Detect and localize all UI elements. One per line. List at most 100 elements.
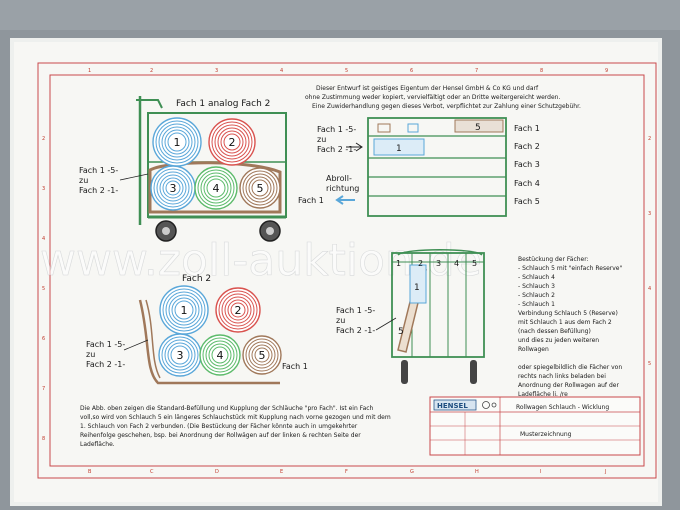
- coil-number: 1: [181, 304, 188, 317]
- legend: Bestückung der Fächer: - Schlauch 5 mit …: [518, 256, 622, 398]
- drawing-title: Rollwagen Schlauch - Wicklung: [516, 404, 609, 411]
- frame-column-letter: G: [410, 469, 414, 475]
- coil-number: 5: [259, 349, 266, 362]
- hose-coil: 3: [150, 165, 196, 211]
- frame-top-number: 1: [88, 68, 91, 74]
- cart-2-title: Fach 2: [182, 274, 211, 284]
- legend-line: Verbindung Schlauch 5 (Reserve): [518, 310, 618, 317]
- roll-direction-arrow-icon: [335, 195, 355, 205]
- legend-line: Ladefläche li. /re: [518, 391, 568, 398]
- hose-coil: 5: [239, 167, 281, 209]
- cart-1-coils: 1 2 3 4 5: [150, 117, 281, 211]
- hose-coil: 1: [159, 285, 209, 335]
- side-view-side-label: Fach 1 -5-: [336, 306, 375, 315]
- cart-2-drawing: [138, 299, 280, 385]
- legend-line: - Schlauch 5 mit "einfach Reserve": [518, 265, 622, 272]
- coil-number: 2: [235, 304, 242, 317]
- hose-coil: 2: [215, 287, 261, 333]
- cart-2-side-label: Fach 2 -1-: [86, 360, 125, 369]
- side-view-column-number: 4: [454, 259, 459, 268]
- frame-row-number: 8: [42, 436, 45, 442]
- side-view-side-label: Fach 2 -1-: [336, 326, 375, 335]
- company-logo: HENSEL: [437, 402, 468, 410]
- coil-number: 1: [174, 136, 181, 149]
- frame-row-number: 4: [42, 236, 45, 242]
- legend-line: - Schlauch 1: [518, 301, 555, 308]
- side-view-column-number: 5: [472, 259, 477, 268]
- description-line: Die Abb. oben zeigen die Standard-Befüll…: [80, 405, 374, 412]
- frame-row-numbers-left: 2 3 4 5 6 7 8: [42, 136, 45, 442]
- cart-2-side-label: zu: [86, 350, 95, 359]
- side-view-side-label: zu: [336, 316, 345, 325]
- copyright-line: Dieser Entwurf ist geistiges Eigentum de…: [316, 85, 539, 92]
- frame-top-numbers: 1 2 3 4 5 6 7 8 9: [88, 68, 608, 74]
- side-view-column-number: 1: [396, 259, 401, 268]
- frame-column-letter: C: [150, 469, 154, 475]
- frame-row-number: 5: [648, 361, 651, 367]
- projection-symbol-icon: [482, 401, 490, 409]
- frame-row-number: 2: [42, 136, 45, 142]
- legend-line: mit Schlauch 1 aus dem Fach 2: [518, 319, 612, 326]
- legend-line: - Schlauch 2: [518, 292, 555, 299]
- legend-line: - Schlauch 3: [518, 283, 555, 290]
- legend-line: Anordnung der Rollwagen auf der: [518, 382, 619, 389]
- frame-column-letter: J: [604, 469, 606, 475]
- frame-column-letter: D: [215, 469, 219, 475]
- frame-top-number: 2: [150, 68, 153, 74]
- copyright-line: Eine Zuwiderhandlung gegen dieses Verbot…: [312, 103, 581, 110]
- top-view-side-label: zu: [317, 135, 326, 144]
- coil-number: 4: [213, 182, 220, 195]
- top-view-box-number: 5: [475, 123, 481, 133]
- description-line: 1. Schlauch von Fach 2 verbunden. (Die B…: [80, 423, 358, 430]
- watermark: www.zoll-auktion.de: [40, 235, 482, 286]
- hose-coil: 2: [208, 118, 256, 166]
- cart-1-arrow-label: richtung: [326, 184, 359, 193]
- frame-column-letter: H: [475, 469, 479, 475]
- fach-row-label: Fach 2: [514, 142, 540, 151]
- frame-top-number: 3: [215, 68, 218, 74]
- cart-2-right-label: Fach 1: [282, 362, 308, 371]
- coil-number: 4: [217, 349, 224, 362]
- frame-top-number: 9: [605, 68, 608, 74]
- legend-line: rechts nach links beladen bei: [518, 373, 606, 380]
- frame-column-letter: F: [345, 469, 348, 475]
- cart-2-coils: 1 2 3 4 5: [158, 285, 282, 377]
- side-view-drawing: [375, 249, 485, 384]
- legend-line: - Schlauch 4: [518, 274, 555, 281]
- frame-top-number: 8: [540, 68, 543, 74]
- frame-row-number: 6: [42, 336, 45, 342]
- top-view-coil-number: 1: [396, 144, 402, 154]
- wheel-icon: [470, 360, 477, 384]
- description-line: Ladefläche.: [80, 441, 115, 448]
- legend-line: Rollwagen: [518, 346, 549, 353]
- frame-top-number: 7: [475, 68, 478, 74]
- frame-row-number: 4: [648, 286, 651, 292]
- fach-row-label: Fach 3: [514, 160, 540, 169]
- top-view-side-label: Fach 1 -5-: [317, 125, 356, 134]
- top-view-drawing: [346, 117, 507, 217]
- coil-number: 5: [257, 182, 264, 195]
- coil-number: 3: [177, 349, 184, 362]
- hose-coil: 4: [199, 334, 241, 376]
- side-view-coil-label: 1: [414, 283, 420, 293]
- cart-1-title: Fach 1 analog Fach 2: [176, 99, 270, 109]
- frame-row-numbers-right: 2 3 4 5: [648, 136, 651, 367]
- cart-1-side-label: zu: [79, 176, 88, 185]
- frame-column-letters: B C D E F G H I J: [88, 469, 606, 475]
- legend-line: (nach dessen Befüllung): [518, 328, 591, 335]
- legend-line: Bestückung der Fächer:: [518, 256, 589, 263]
- cart-1-side-label: Fach 2 -1-: [79, 186, 118, 195]
- frame-row-number: 2: [648, 136, 651, 142]
- fach-row-label: Fach 5: [514, 197, 540, 206]
- frame-row-number: 3: [42, 186, 45, 192]
- side-view-column-number: 3: [436, 259, 441, 268]
- cart-1-side-label: Fach 1 -5-: [79, 166, 118, 175]
- drawing-subtitle: Musterzeichnung: [520, 431, 572, 438]
- coil-number: 2: [229, 136, 236, 149]
- fach-row-label: Fach 1: [514, 124, 540, 133]
- cart-1-right-label: Fach 1: [298, 196, 324, 205]
- top-view-side-label: Fach 2 -1-: [317, 145, 356, 154]
- frame-column-letter: E: [280, 469, 283, 475]
- title-block: [429, 396, 641, 456]
